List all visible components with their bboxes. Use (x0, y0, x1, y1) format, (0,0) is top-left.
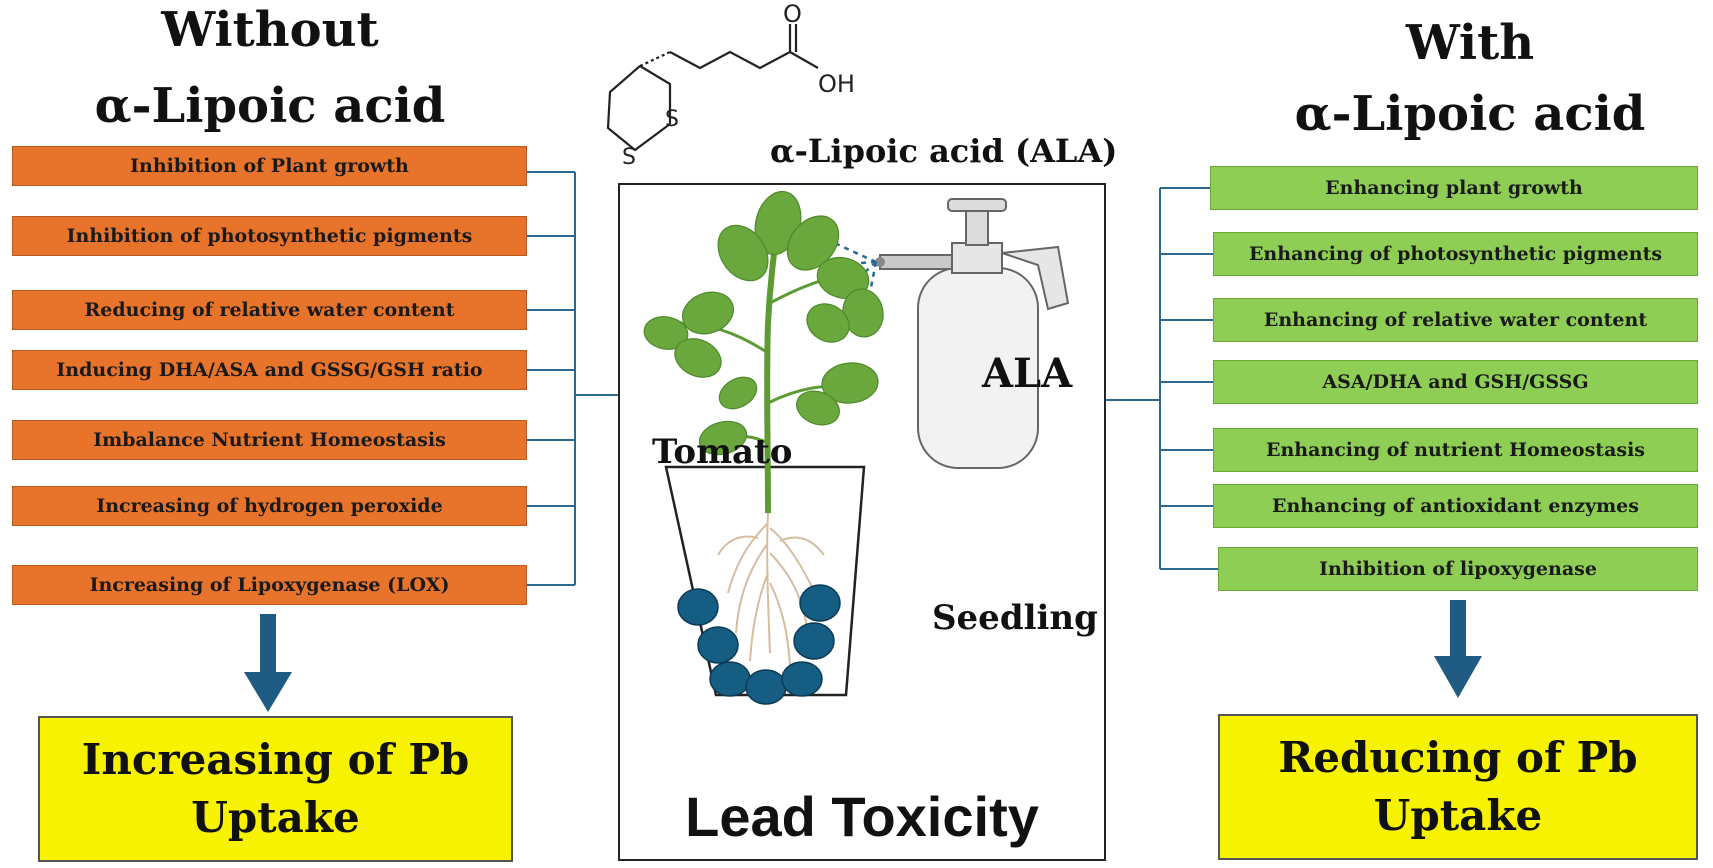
spray-bottle-icon (875, 198, 1070, 469)
right-down-arrow (1434, 600, 1482, 698)
right-effect-4: ASA/DHA and GSH/GSSG (1213, 360, 1698, 404)
right-heading-line1: With (1405, 15, 1535, 71)
molecule-sulfur-2: S (622, 145, 636, 170)
tomato-seedling-illustration (643, 190, 1070, 705)
left-bracket (527, 171, 618, 586)
left-effect-1: Inhibition of Plant growth (12, 146, 527, 186)
tomato-leaves (643, 190, 884, 456)
left-effect-2: Inhibition of photosynthetic pigments (12, 216, 527, 256)
roots-icon (717, 512, 825, 666)
right-result-box: Reducing of Pb Uptake (1218, 714, 1698, 860)
left-result-line1: Increasing of Pb (81, 735, 470, 784)
tomato-label: Tomato (652, 432, 793, 472)
right-result-line2: Uptake (1373, 791, 1543, 840)
left-effect-3: Reducing of relative water content (12, 290, 527, 330)
right-heading: With α-Lipoic acid (1240, 15, 1700, 142)
right-heading-line2: α-Lipoic acid (1294, 86, 1646, 142)
right-effect-5: Enhancing of nutrient Homeostasis (1213, 428, 1698, 472)
left-result-box: Increasing of Pb Uptake (38, 716, 513, 862)
left-heading-line1: Without (161, 2, 379, 58)
left-effect-6: Increasing of hydrogen peroxide (12, 486, 527, 526)
left-result-line2: Uptake (191, 793, 360, 842)
right-result-line1: Reducing of Pb (1278, 733, 1638, 782)
molecule-label: α-Lipoic acid (ALA) (770, 132, 1118, 170)
right-effect-1: Enhancing plant growth (1210, 166, 1698, 210)
right-effect-7: Inhibition of lipoxygenase (1218, 547, 1698, 591)
left-effect-7: Increasing of Lipoxygenase (LOX) (12, 565, 527, 605)
lead-toxicity-title: Lead Toxicity (685, 785, 1039, 848)
molecule-hydroxyl: OH (818, 70, 855, 98)
right-effect-2: Enhancing of photosynthetic pigments (1213, 232, 1698, 276)
left-heading: Without α-Lipoic acid (40, 2, 500, 134)
center-panel (618, 183, 1106, 861)
molecule-sulfur-1: S (665, 107, 679, 132)
alpha-lipoic-acid-structure: O OH S S (606, 0, 855, 170)
lead-particles (677, 584, 841, 705)
seedling-label: Seedling (932, 598, 1098, 638)
right-effect-6: Enhancing of antioxidant enzymes (1213, 484, 1698, 528)
molecule-oxygen: O (783, 0, 802, 28)
left-effect-4: Inducing DHA/ASA and GSSG/GSH ratio (12, 350, 527, 390)
sprayer-label: ALA (982, 350, 1073, 397)
left-down-arrow (244, 614, 292, 712)
left-effect-5: Imbalance Nutrient Homeostasis (12, 420, 527, 460)
right-bracket (1106, 187, 1218, 570)
left-heading-line2: α-Lipoic acid (94, 78, 446, 134)
right-effect-3: Enhancing of relative water content (1213, 298, 1698, 342)
